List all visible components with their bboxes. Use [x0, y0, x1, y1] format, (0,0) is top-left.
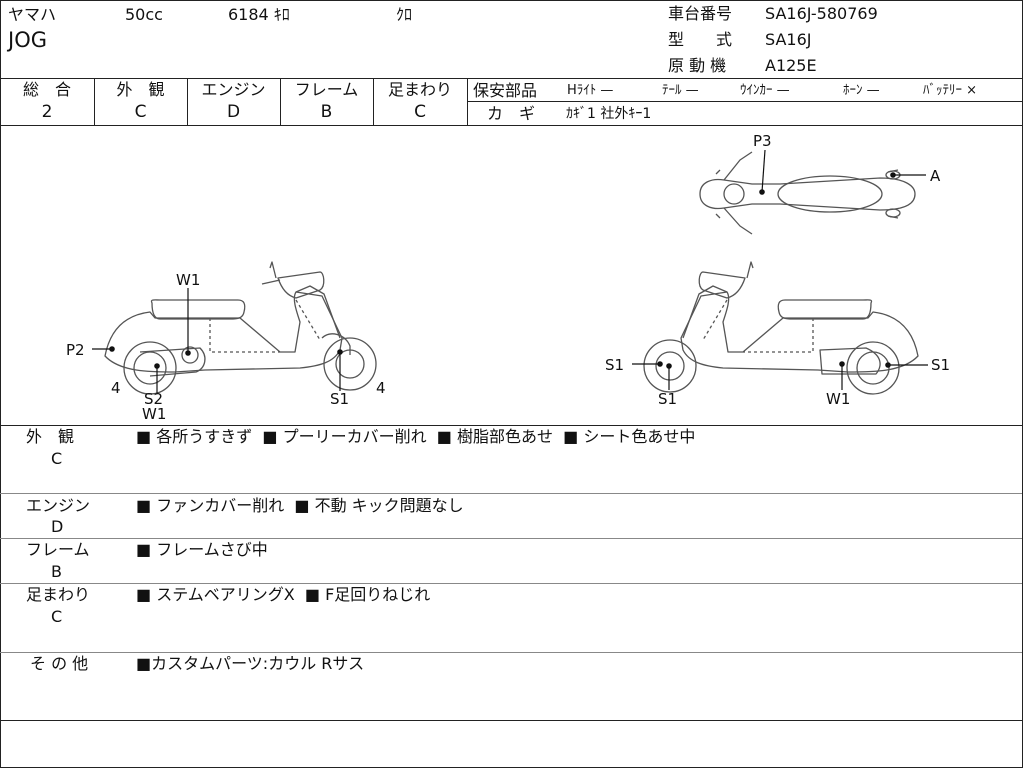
- note-bullet-icon: ■: [294, 496, 315, 515]
- safety-taillight: ﾃｰﾙ —: [662, 83, 699, 98]
- note: 不動 キック問題なし: [314, 496, 464, 515]
- label-4-right: 4: [376, 379, 386, 397]
- mileage: 6184 ｷﾛ: [228, 5, 290, 24]
- note: 各所うすきず: [156, 427, 253, 446]
- note: カスタムパーツ:カウル Rサス: [151, 654, 365, 673]
- divider-diagram: [0, 425, 1022, 426]
- border-left: [0, 0, 1, 768]
- note: ステムベアリングX: [156, 585, 295, 604]
- grade-exterior-label: 外 観: [116, 80, 165, 99]
- note-bullet-icon: ■: [304, 585, 326, 604]
- scooter-left-side-icon: [104, 261, 377, 395]
- note: F足回りねじれ: [325, 585, 431, 604]
- key-label: カ ギ: [487, 104, 536, 123]
- divider-header: [0, 78, 1022, 79]
- grade-suspension-value: C: [414, 102, 426, 122]
- section-suspension-grade: C: [51, 607, 63, 626]
- section-other-label: そ の 他: [30, 654, 89, 673]
- grade-overall-label: 総 合: [22, 80, 71, 99]
- type-value: SA16J: [765, 30, 812, 49]
- section-frame-label: フレーム: [26, 540, 90, 559]
- divider-footer: [0, 720, 1022, 721]
- section-frame-grade: B: [51, 562, 62, 581]
- displacement: 50cc: [125, 5, 163, 24]
- note: シート色あせ中: [583, 427, 696, 446]
- divider-safety: [467, 101, 1022, 102]
- divider-grades: [0, 125, 1022, 126]
- label-s1-front: S1: [605, 356, 624, 374]
- frame-no-label: 車台番号: [668, 4, 733, 23]
- color: ｸﾛ: [396, 5, 413, 24]
- label-w1-right: W1: [826, 390, 850, 408]
- safety-headlight: Hﾗｲﾄ —: [567, 83, 614, 98]
- section-suspension-label: 足まわり: [26, 585, 91, 604]
- note: フレームさび中: [156, 540, 268, 559]
- divider-row3: [0, 583, 1022, 584]
- note-bullet-icon: ■: [136, 654, 152, 673]
- grade-col-4: [373, 78, 374, 125]
- key-value: ｶｷﾞ1 社外ｷｰ1: [566, 106, 652, 122]
- section-exterior-label: 外 観: [26, 427, 75, 446]
- grade-col-5: [467, 78, 468, 125]
- grade-exterior-value: C: [134, 102, 147, 122]
- label-4-left: 4: [111, 379, 121, 397]
- grade-frame-label: フレーム: [294, 80, 359, 99]
- section-engine-label: エンジン: [26, 496, 91, 515]
- grade-engine-label: エンジン: [201, 80, 266, 99]
- grade-col-3: [280, 78, 281, 125]
- label-w1-bottom: W1: [142, 405, 166, 423]
- engine-value: A125E: [765, 56, 817, 75]
- label-w1-top: W1: [176, 271, 200, 289]
- model-name: JOG: [8, 28, 47, 52]
- label-p2: P2: [66, 341, 85, 359]
- section-engine-notes: ■ ファンカバー削れ ■ 不動 キック問題なし: [136, 497, 464, 515]
- label-a: A: [930, 167, 941, 185]
- scooter-top-view-icon: [699, 151, 916, 235]
- maker: ヤマハ: [8, 5, 57, 24]
- safety-label: 保安部品: [473, 81, 538, 100]
- grade-col-1: [94, 78, 95, 125]
- safety-winker: ｳｲﾝｶｰ —: [740, 83, 790, 98]
- divider-row4: [0, 652, 1022, 653]
- note-bullet-icon: ■: [136, 585, 157, 604]
- note-bullet-icon: ■: [136, 427, 157, 446]
- section-exterior-grade: C: [51, 449, 63, 468]
- section-suspension-notes: ■ ステムベアリングX ■ F足回りねじれ: [136, 586, 430, 604]
- grade-col-2: [187, 78, 188, 125]
- note-bullet-icon: ■: [563, 427, 584, 446]
- grade-engine-value: D: [226, 102, 241, 122]
- note-bullet-icon: ■: [136, 496, 157, 515]
- grade-suspension-label: 足まわり: [387, 80, 452, 99]
- note: ファンカバー削れ: [156, 496, 285, 515]
- divider-row2: [0, 538, 1022, 539]
- label-s2: S2: [144, 390, 163, 408]
- label-s1-rear: S1: [931, 356, 950, 374]
- safety-battery: ﾊﾞｯﾃﾘｰ ×: [923, 83, 978, 98]
- engine-label: 原 動 機: [668, 56, 727, 75]
- note-bullet-icon: ■: [136, 540, 157, 559]
- grade-overall-value: 2: [41, 102, 53, 122]
- border-right: [1022, 0, 1023, 768]
- divider-row1: [0, 493, 1022, 494]
- section-other-notes: ■カスタムパーツ:カウル Rサス: [136, 655, 364, 673]
- note: プーリーカバー削れ: [282, 427, 427, 446]
- section-frame-notes: ■ フレームさび中: [136, 541, 268, 559]
- section-exterior-notes: ■ 各所うすきず ■ プーリーカバー削れ ■ 樹脂部色あせ ■ シート色あせ中: [136, 428, 695, 446]
- label-s1-bottom: S1: [658, 390, 677, 408]
- note: 樹脂部色あせ: [456, 427, 553, 446]
- type-label: 型 式: [668, 30, 733, 49]
- note-bullet-icon: ■: [436, 427, 457, 446]
- safety-horn: ﾎｰﾝ —: [843, 83, 880, 98]
- frame-no-value: SA16J-580769: [765, 4, 878, 23]
- border-top: [0, 0, 1022, 1]
- note-bullet-icon: ■: [262, 427, 283, 446]
- label-p3: P3: [753, 132, 772, 150]
- scooter-right-side-icon: [643, 261, 919, 395]
- section-engine-grade: D: [51, 517, 64, 536]
- label-s1-left-view: S1: [330, 390, 349, 408]
- grade-frame-value: B: [320, 102, 333, 122]
